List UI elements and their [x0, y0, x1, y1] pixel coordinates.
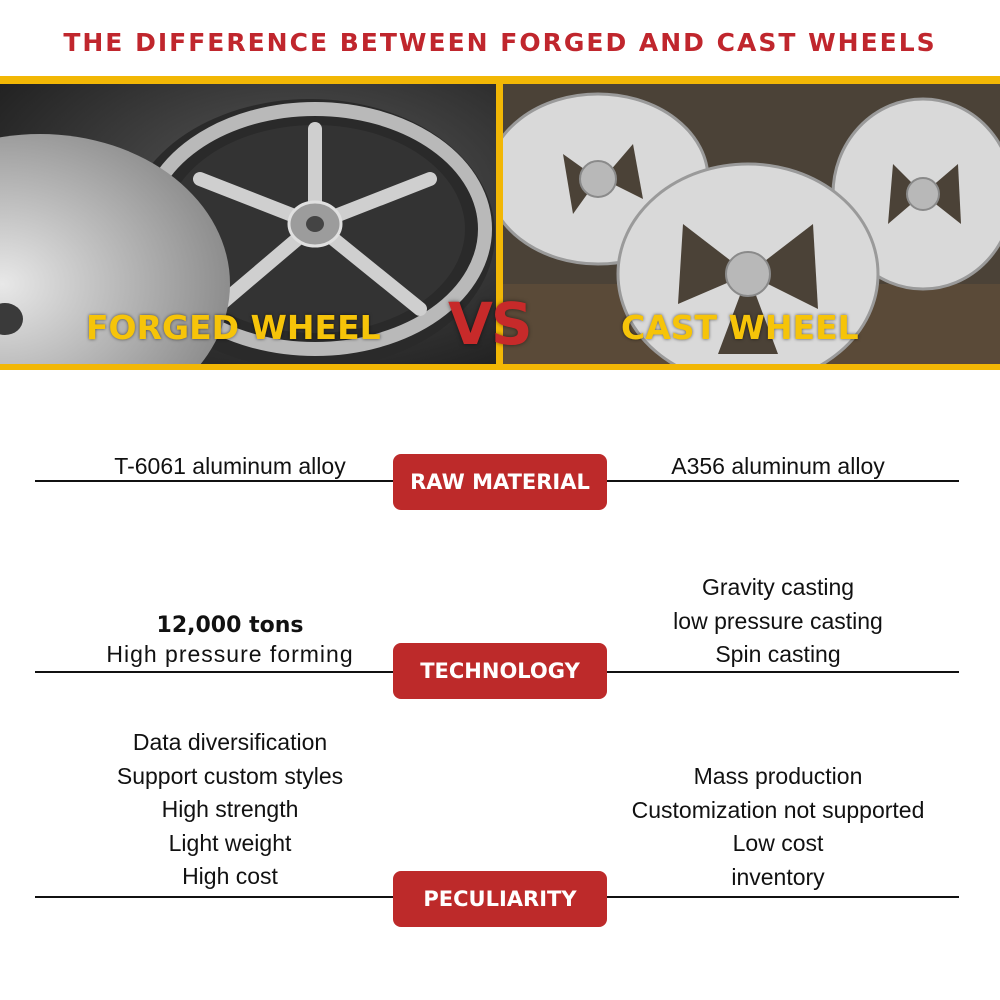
list-item: Data diversification	[132, 729, 328, 755]
row-divider-right	[607, 671, 959, 673]
cast-peculiarity-list: Mass production Customization not suppor…	[578, 760, 978, 894]
forged-wheel-photo	[0, 84, 496, 364]
row-divider-right	[607, 480, 959, 482]
cast-technology-list: Gravity casting low pressure casting Spi…	[578, 571, 978, 672]
cast-wheel-label: CAST WHEEL	[621, 308, 859, 347]
forged-raw-material: T-6061 aluminum alloy	[114, 453, 346, 479]
list-item: High strength	[161, 796, 299, 822]
vs-label: VS	[448, 290, 533, 358]
technology-badge: TECHNOLOGY	[393, 643, 607, 699]
list-item: Mass production	[693, 763, 863, 789]
peculiarity-badge: PECULIARITY	[393, 871, 607, 927]
list-item: low pressure casting	[673, 607, 883, 634]
list-item: Light weight	[168, 829, 292, 856]
raw-material-badge: RAW MATERIAL	[393, 454, 607, 510]
row-divider-left	[35, 896, 393, 898]
cast-wheel-photo	[503, 84, 1000, 364]
forged-technology-line: High pressure forming	[106, 641, 354, 667]
forged-peculiarity-list: Data diversification Support custom styl…	[30, 726, 430, 894]
list-item: Gravity casting	[701, 574, 855, 600]
row-divider-left	[35, 671, 393, 673]
list-item: Support custom styles	[116, 762, 344, 789]
cast-raw-material: A356 aluminum alloy	[671, 453, 885, 479]
list-item: inventory	[731, 863, 825, 890]
list-item: Spin casting	[715, 641, 841, 667]
forged-technology-heading: 12,000 tons	[156, 613, 304, 638]
forged-wheel-label: FORGED WHEEL	[86, 308, 381, 347]
list-item: Customization not supported	[631, 796, 925, 823]
row-divider-left	[35, 480, 393, 482]
page-title: THE DIFFERENCE BETWEEN FORGED AND CAST W…	[63, 28, 937, 57]
list-item: Low cost	[732, 830, 824, 856]
list-item: High cost	[182, 863, 278, 889]
row-divider-right	[607, 896, 959, 898]
